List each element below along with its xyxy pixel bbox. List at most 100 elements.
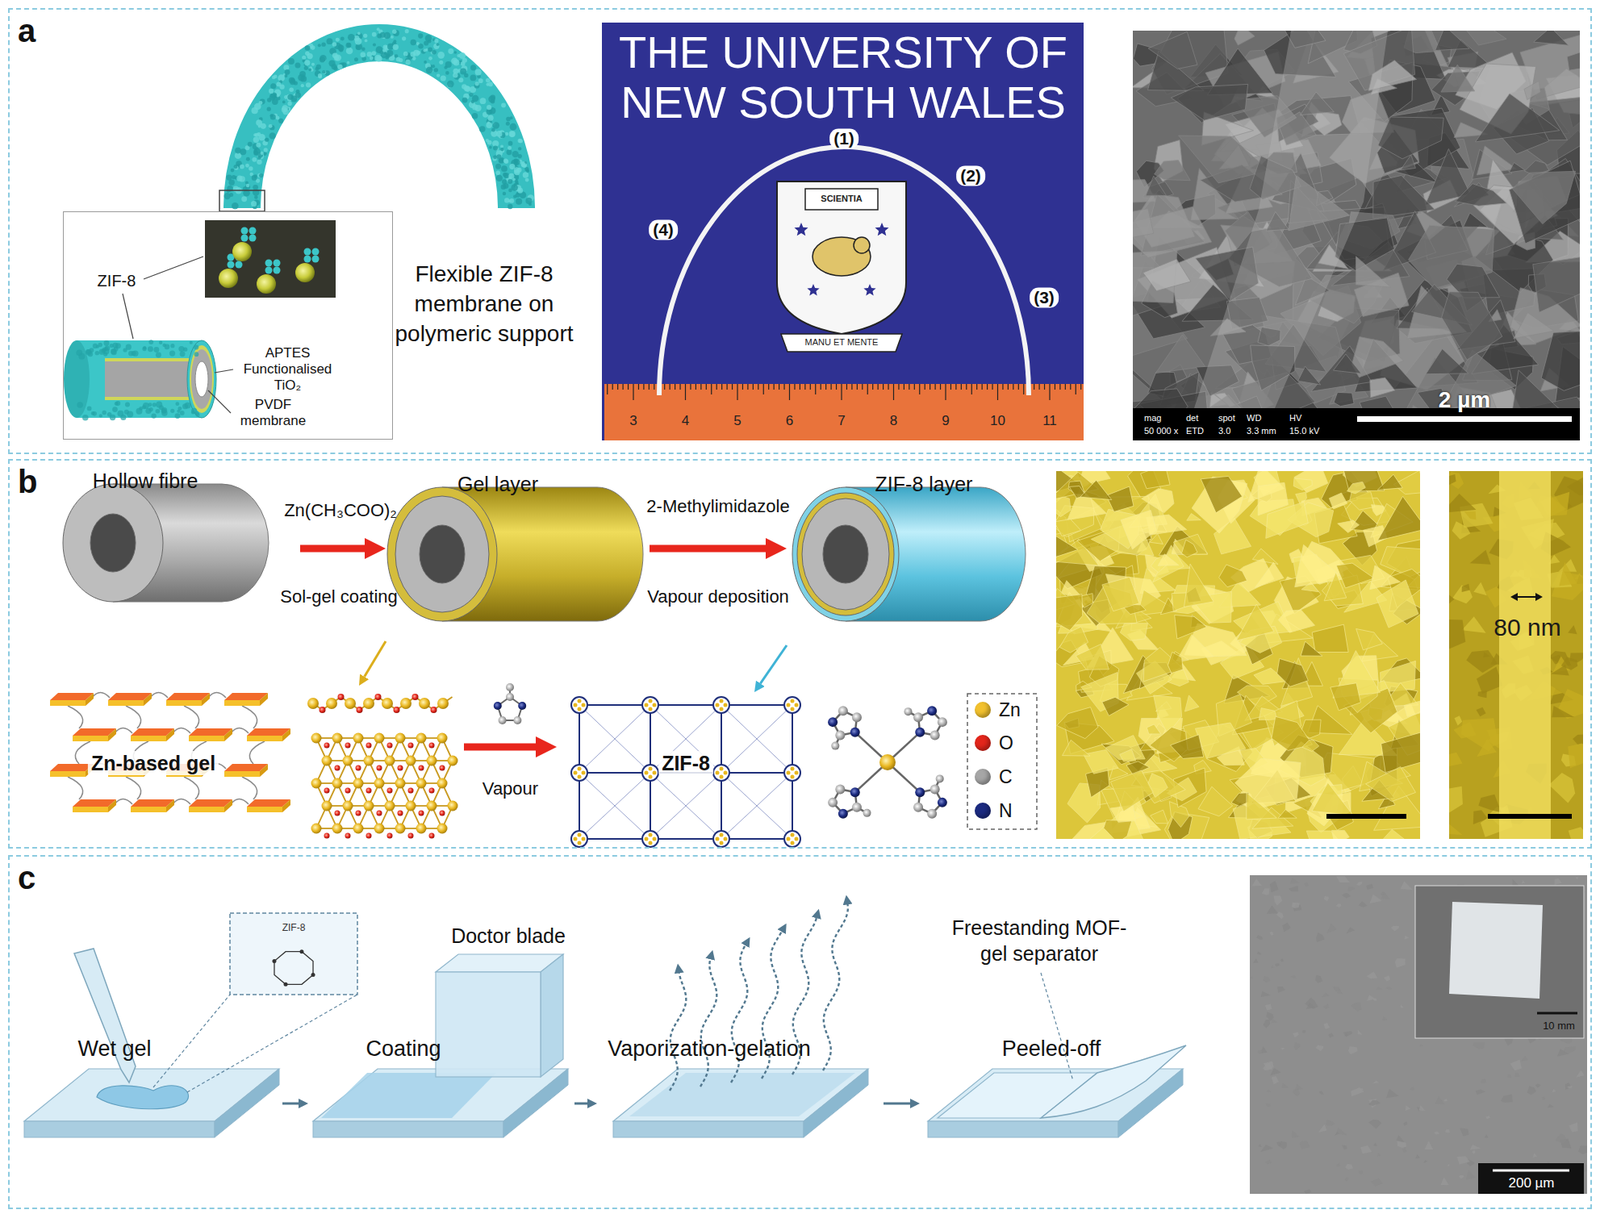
inset-illustration	[249, 234, 257, 243]
sem-image	[1425, 348, 1469, 374]
sem-image	[1347, 886, 1356, 892]
unsw-photo	[781, 334, 903, 352]
zif8-framework	[794, 703, 799, 708]
zif8-framework	[573, 771, 578, 776]
sem-image	[1415, 1154, 1421, 1159]
sem-image	[1346, 481, 1366, 494]
sem-image	[1470, 1144, 1482, 1151]
sem-image	[1278, 609, 1315, 633]
sem-image	[1419, 1105, 1426, 1112]
arch-membrane	[253, 137, 260, 143]
arch-membrane	[525, 178, 530, 183]
sem-image	[1269, 931, 1275, 936]
arch-membrane	[487, 140, 493, 146]
process-plates	[74, 948, 136, 1083]
arch-membrane	[513, 158, 521, 166]
sem-image	[1265, 1003, 1273, 1011]
gel-structure	[125, 706, 142, 729]
arch-membrane	[346, 47, 354, 55]
unsw-photo	[981, 384, 983, 390]
unsw-photo	[929, 384, 931, 390]
gel-structure	[334, 765, 341, 772]
gel-structure	[150, 693, 168, 699]
unsw-photo	[971, 384, 973, 395]
sem-image	[1120, 509, 1157, 550]
sem-image	[1262, 976, 1270, 983]
arch-membrane	[374, 54, 382, 63]
arch-membrane	[492, 121, 501, 130]
arch-membrane	[485, 83, 489, 87]
sem-image	[1174, 614, 1208, 640]
arch-membrane	[295, 91, 301, 98]
unsw-photo	[747, 384, 748, 390]
sem-image	[1379, 829, 1408, 840]
sem-image	[1423, 1160, 1428, 1164]
process-plates	[613, 1121, 804, 1138]
arch-membrane	[337, 64, 343, 70]
sem-image	[1336, 903, 1342, 908]
process-plates	[274, 952, 314, 986]
arch-membrane	[376, 27, 381, 31]
unsw-photo	[965, 384, 967, 390]
arch-membrane	[384, 55, 389, 60]
arch-membrane	[357, 31, 361, 35]
unsw-photo	[793, 384, 795, 390]
arch-membrane	[260, 151, 264, 155]
arch-membrane	[501, 165, 508, 172]
sem-image	[1300, 641, 1323, 656]
gel-structure	[332, 823, 343, 835]
arch-membrane	[501, 184, 507, 191]
unsw-photo	[960, 384, 962, 390]
unsw-photo	[716, 384, 718, 390]
arch-membrane	[437, 51, 445, 59]
unsw-photo	[986, 384, 988, 390]
inset-illustration	[104, 396, 202, 401]
arch-membrane	[250, 172, 254, 176]
zif8-framework	[790, 833, 795, 838]
arch-membrane	[275, 81, 281, 87]
arch-membrane	[508, 173, 514, 180]
gel-structure	[408, 743, 414, 749]
zif8-framework	[715, 771, 720, 776]
inset-illustration	[104, 358, 202, 362]
sem-image	[1246, 793, 1277, 820]
process-plates	[927, 1121, 1119, 1138]
unsw-photo	[939, 384, 941, 390]
gel-structure	[311, 733, 322, 744]
unsw-photo	[812, 237, 871, 276]
unsw-photo	[1080, 384, 1082, 390]
sem-image	[1470, 550, 1492, 565]
arch-membrane	[518, 138, 523, 143]
sem-image	[1265, 1012, 1274, 1022]
sem-image	[1348, 1046, 1358, 1055]
sem-image	[1200, 476, 1242, 513]
sem-image	[1056, 594, 1083, 631]
zif8-framework	[642, 831, 659, 848]
arch-membrane	[372, 43, 376, 47]
gel-structure	[188, 806, 225, 813]
inset-illustration	[218, 268, 239, 289]
gel-structure	[201, 693, 210, 707]
zif8-framework	[719, 775, 724, 780]
gel-structure	[67, 777, 84, 800]
sem-image	[1234, 30, 1255, 46]
zn-coordination-molecule	[930, 784, 940, 794]
unsw-photo	[638, 384, 640, 390]
sem-image	[1355, 256, 1391, 288]
unsw-photo	[1054, 384, 1056, 390]
arch-membrane	[421, 49, 427, 55]
sem-image	[1400, 1004, 1404, 1008]
sem-image	[1294, 1042, 1301, 1051]
fibre-cylinders	[797, 492, 894, 616]
unsw-photo	[689, 384, 691, 390]
unsw-photo	[659, 146, 1029, 396]
imidazole-molecule	[518, 701, 527, 711]
sem-image	[1554, 878, 1563, 886]
arch-membrane	[255, 119, 263, 126]
arch-membrane	[425, 34, 433, 42]
arch-membrane	[304, 45, 311, 51]
gel-structure	[366, 743, 372, 749]
arch-membrane	[392, 29, 397, 34]
zif8-framework	[571, 697, 588, 714]
arch-membrane	[257, 156, 261, 160]
